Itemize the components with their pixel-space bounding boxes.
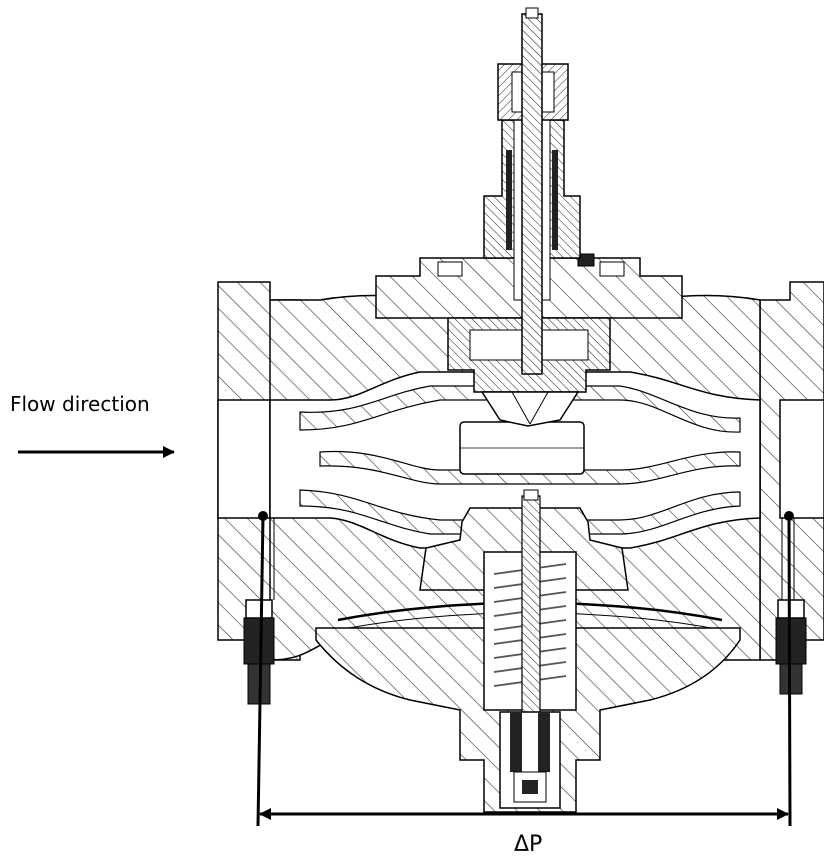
delta-p-label: ΔP xyxy=(514,832,543,857)
lower-partition xyxy=(299,489,741,535)
left-dp-leader xyxy=(256,515,265,827)
diaphragm-actuator xyxy=(315,489,741,813)
valve-plug xyxy=(480,391,580,427)
upper-partition xyxy=(299,385,741,433)
stem-assembly xyxy=(483,7,581,375)
left-flange-bore xyxy=(217,399,271,519)
flow-direction-label: Flow direction xyxy=(10,392,150,416)
actuator-stem xyxy=(521,495,541,717)
bonnet-bolt-left xyxy=(437,261,463,277)
bonnet xyxy=(375,253,683,427)
left-test-fitting xyxy=(243,599,275,705)
bonnet-bolt-right xyxy=(599,261,625,277)
right-test-fitting xyxy=(775,599,807,695)
spindle xyxy=(521,13,543,375)
right-flange-bore xyxy=(779,399,824,519)
spindle-tip xyxy=(525,7,539,19)
valve-body xyxy=(217,281,824,661)
center-web xyxy=(319,450,741,485)
bonnet-plug xyxy=(577,253,595,267)
right-dp-leader xyxy=(787,515,792,827)
